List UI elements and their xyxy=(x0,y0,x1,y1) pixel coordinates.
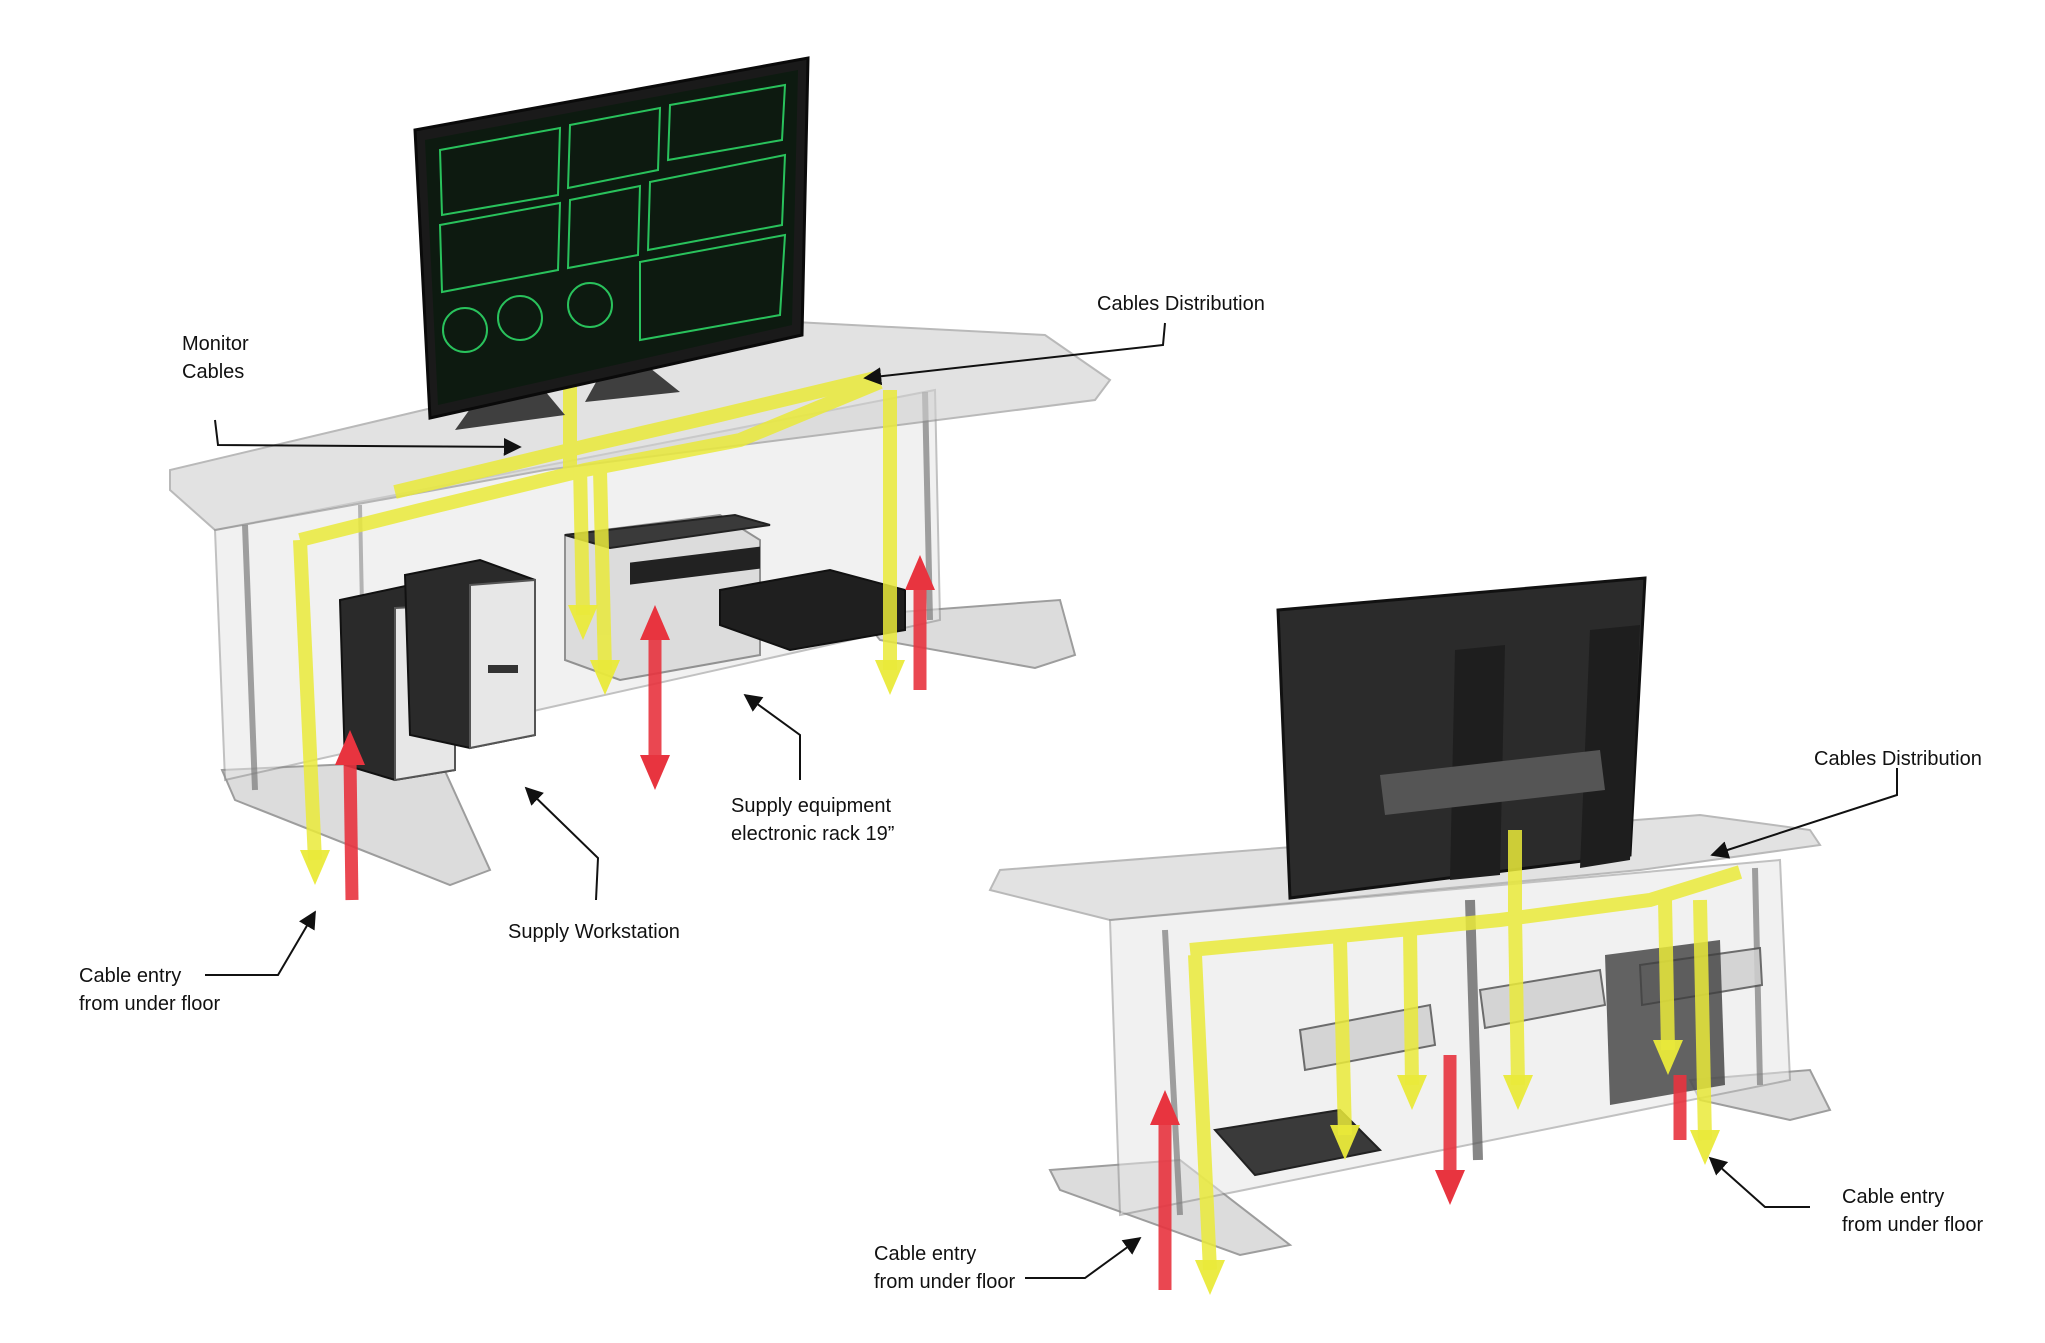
monitor-icon xyxy=(1276,576,1647,900)
right-cable-up-arrows xyxy=(1150,1055,1687,1290)
label-cable-entry-right-desk-right: Cable entry from under floor xyxy=(1842,1183,1983,1239)
label-cable-entry-left-desk-line2: from under floor xyxy=(79,993,221,1015)
label-cable-entry-left-desk-line1: Cable entry xyxy=(79,965,182,987)
left-cable-down-arrows xyxy=(300,605,905,885)
right-desk xyxy=(988,576,1832,1295)
label-monitor-cables: Monitor Cables xyxy=(182,330,249,386)
label-monitor-cables-line2: Cables xyxy=(182,361,245,383)
label-cable-entry-right-desk-left-line1: Cable entry xyxy=(874,1243,977,1265)
label-cable-entry-right-desk-left-line2: from under floor xyxy=(874,1271,1016,1293)
label-supply-equipment-line1: Supply equipment xyxy=(731,795,892,817)
label-supply-equipment-line2: electronic rack 19” xyxy=(731,823,895,845)
label-cable-entry-right-desk-left: Cable entry from under floor xyxy=(874,1240,1015,1296)
right-cables-distribution xyxy=(1188,830,1743,1271)
rack-19-icon xyxy=(564,513,906,682)
workstation-tower-icon xyxy=(338,558,536,782)
monitor-icon xyxy=(413,56,810,430)
label-cables-distribution-left: Cables Distribution xyxy=(1097,293,1265,315)
right-cable-down-arrows xyxy=(1195,1040,1720,1295)
left-cable-up-arrows xyxy=(335,555,935,901)
label-supply-equipment: Supply equipment electronic rack 19” xyxy=(731,792,894,848)
left-cables-distribution xyxy=(293,371,897,861)
label-monitor-cables-line1: Monitor xyxy=(182,333,249,355)
label-supply-workstation: Supply Workstation xyxy=(508,921,680,943)
label-cable-entry-right-desk-right-line1: Cable entry xyxy=(1842,1186,1945,1208)
label-cable-entry-left-desk: Cable entry from under floor xyxy=(79,962,220,1018)
left-desk xyxy=(169,56,1112,901)
leader-arrow-icon xyxy=(205,322,1898,1279)
label-cable-entry-right-desk-right-line2: from under floor xyxy=(1842,1214,1984,1236)
label-cables-distribution-right: Cables Distribution xyxy=(1814,748,1982,770)
